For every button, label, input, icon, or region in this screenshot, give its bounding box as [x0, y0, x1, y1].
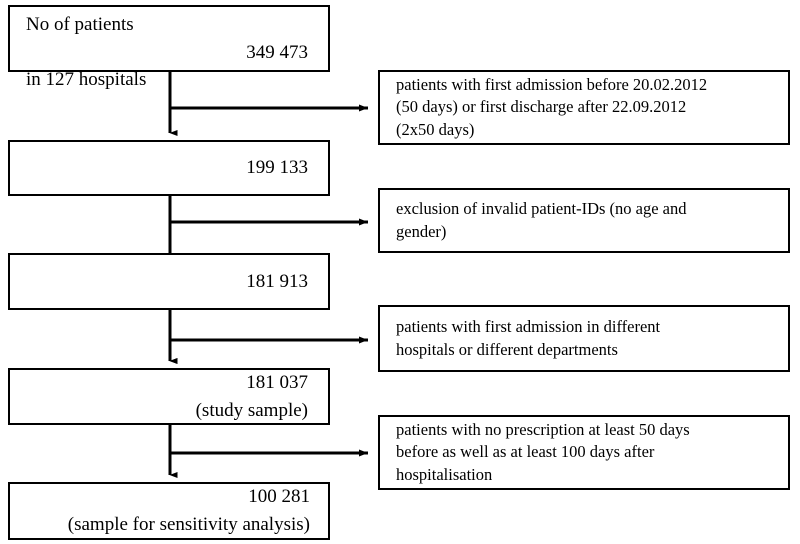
exclusion-line: gender) — [396, 221, 447, 241]
exclusion-box-no-prescription: patients with no prescription at least 5… — [378, 415, 790, 490]
exclusion-line: (50 days) or first discharge after 22.09… — [396, 97, 687, 117]
main-box-sublabel: (sample for sensitivity analysis) — [67, 514, 310, 535]
main-box-count: 181 037 — [246, 371, 308, 393]
main-box-cohort-study-sample: 181 037 (study sample) — [8, 368, 330, 425]
exclusion-box-different-hospitals: patients with first admission in differe… — [378, 305, 790, 372]
main-box-cohort-sensitivity-sample: 100 281 (sample for sensitivity analysis… — [8, 482, 330, 540]
connector-group-3 — [168, 310, 368, 364]
main-box-count: 199 133 — [246, 157, 308, 179]
exclusion-line: patients with first admission before 20.… — [396, 75, 708, 95]
exclusion-line: patients with first admission in differe… — [396, 317, 661, 337]
connector-group-4 — [168, 425, 368, 478]
exclusion-line: patients with no prescription at least 5… — [396, 420, 690, 440]
main-box-count: 349 473 — [246, 41, 308, 63]
main-box-count: 100 281 — [248, 486, 310, 508]
exclusion-line: exclusion of invalid patient-IDs (no age… — [396, 199, 687, 219]
main-box-line: in 127 hospitals — [26, 69, 147, 91]
main-box-line: No of patients — [26, 14, 134, 35]
main-box-cohort-after-admission-window: 199 133 — [8, 140, 330, 196]
main-box-cohort-after-valid-ids: 181 913 — [8, 253, 330, 310]
main-box-sublabel: (study sample) — [195, 399, 308, 421]
exclusion-line: (2x50 days) — [396, 119, 475, 139]
exclusion-box-admission-window: patients with first admission before 20.… — [378, 70, 790, 145]
exclusion-line: hospitals or different departments — [396, 339, 618, 359]
exclusion-line: hospitalisation — [396, 464, 493, 484]
main-box-count: 181 913 — [246, 270, 308, 292]
main-box-cohort-initial: No of patients 349 473 in 127 hospitals — [8, 5, 330, 90]
connector-group-1 — [168, 72, 368, 136]
exclusion-box-invalid-ids: exclusion of invalid patient-IDs (no age… — [378, 188, 790, 253]
exclusion-line: before as well as at least 100 days afte… — [396, 442, 655, 462]
